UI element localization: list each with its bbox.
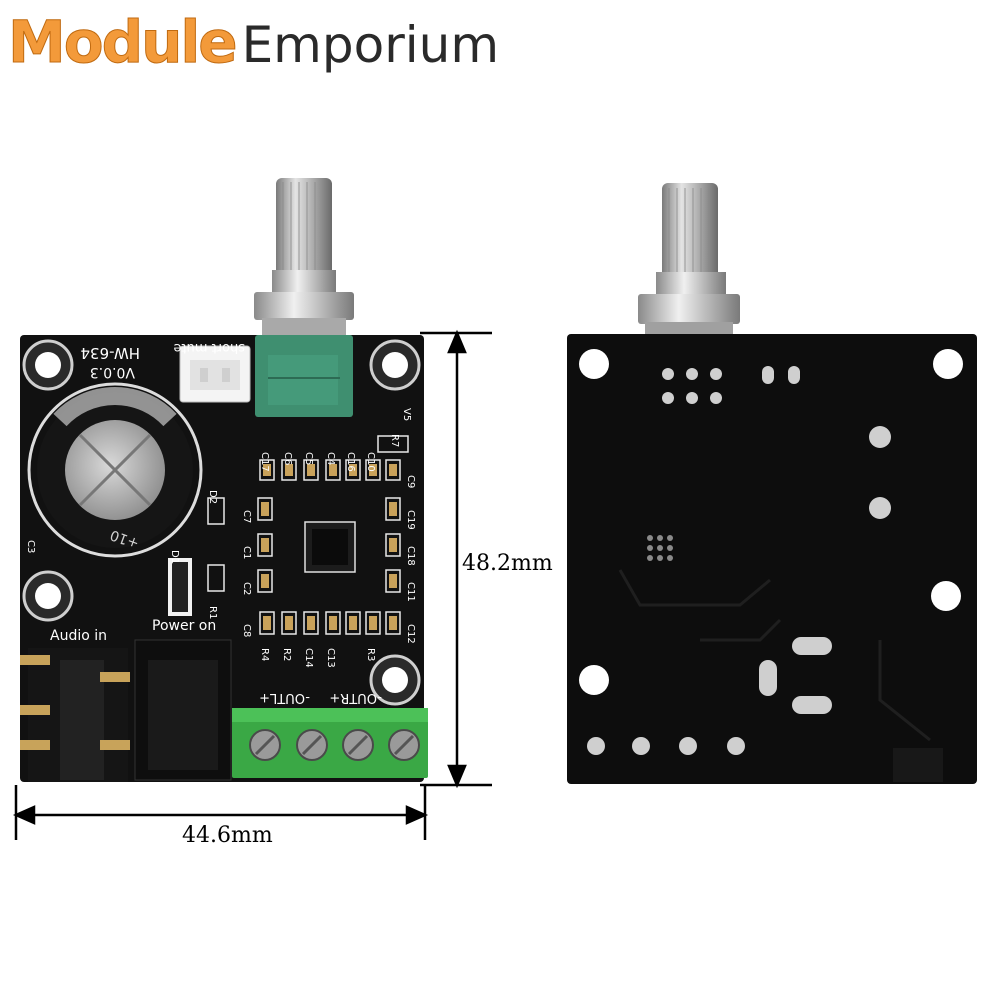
diode-d1 xyxy=(168,558,192,616)
height-dimension xyxy=(420,329,492,789)
power-on-label: Power on xyxy=(152,618,216,634)
silkscreen-label-d2: D2 xyxy=(207,490,218,504)
silkscreen-label-r1: R1 xyxy=(207,606,218,619)
front-board: +10 HW-634 V0.0.3 short mute Audio in Po… xyxy=(20,178,428,782)
silkscreen-label-c2: C2 xyxy=(241,582,252,595)
out-right-label: -OUTR+ xyxy=(329,690,382,705)
audio-input-jack xyxy=(20,648,130,782)
silkscreen-label-c9: C9 xyxy=(405,475,416,488)
back-board xyxy=(567,183,977,784)
width-dimension-label: 44.6mm xyxy=(182,823,273,848)
silkscreen-label-c12: C12 xyxy=(405,624,416,644)
silkscreen-label-d1: D1 xyxy=(169,550,180,564)
silkscreen-label-c1: C1 xyxy=(241,546,252,559)
amplifier-ic xyxy=(304,521,356,573)
board-model-label: HW-634 xyxy=(80,344,140,362)
silkscreen-label-c8: C8 xyxy=(241,624,252,637)
speaker-terminal-block xyxy=(232,708,428,778)
silkscreen-label-c14: C14 xyxy=(303,648,314,668)
electrolytic-capacitor: +10 xyxy=(27,382,203,558)
silkscreen-label-r3: R3 xyxy=(365,648,376,661)
silkscreen-label-r7: R7 xyxy=(389,434,400,447)
short-mute-label: short mute xyxy=(173,340,245,355)
silkscreen-label-c16: C16 xyxy=(345,452,356,472)
jack-pins-back xyxy=(893,748,943,782)
smd-component-row-top xyxy=(207,435,409,635)
thermal-vias xyxy=(647,535,673,561)
silkscreen-label-c5: C5 xyxy=(303,452,314,465)
silkscreen-label-c19: C19 xyxy=(405,510,416,530)
width-dimension xyxy=(12,785,429,840)
potentiometer-shaft-front xyxy=(254,178,354,338)
pcb-back xyxy=(567,334,977,784)
pcb-traces xyxy=(618,569,931,742)
out-left-label: -OUTL+ xyxy=(259,690,310,705)
board-version-label: V0.0.3 xyxy=(90,364,135,380)
silkscreen-label-c10: C10 xyxy=(365,452,376,472)
silkscreen-label-c13: C13 xyxy=(325,648,336,668)
silkscreen-label-c3: C3 xyxy=(25,540,36,553)
audio-in-label: Audio in xyxy=(50,628,107,644)
mounting-holes-back xyxy=(579,349,963,695)
height-dimension-label: 48.2mm xyxy=(462,551,553,576)
silkscreen-label-v5: V5 xyxy=(401,408,412,421)
potentiometer-body xyxy=(255,335,353,417)
dc-power-jack xyxy=(134,639,232,781)
silkscreen-label-r2: R2 xyxy=(281,648,292,661)
brand-logo: Module Emporium xyxy=(8,8,500,78)
silkscreen-label-c7: C7 xyxy=(241,510,252,523)
silkscreen-label-c6: C6 xyxy=(282,452,293,465)
logo-word-module: Module xyxy=(8,8,239,77)
mounting-holes-front xyxy=(22,339,421,706)
solder-joints xyxy=(587,366,891,755)
smd-pads xyxy=(261,464,397,630)
silkscreen-label-c4: C4 xyxy=(325,452,336,465)
silkscreen-label-c18: C18 xyxy=(405,546,416,566)
potentiometer-shaft-back xyxy=(638,183,740,340)
silkscreen-label-r4: R4 xyxy=(259,648,270,661)
logo-word-emporium: Emporium xyxy=(241,16,500,74)
mute-connector xyxy=(179,345,251,403)
silkscreen-label-c17: C17 xyxy=(259,452,270,472)
silkscreen-label-c11: C11 xyxy=(405,582,416,602)
